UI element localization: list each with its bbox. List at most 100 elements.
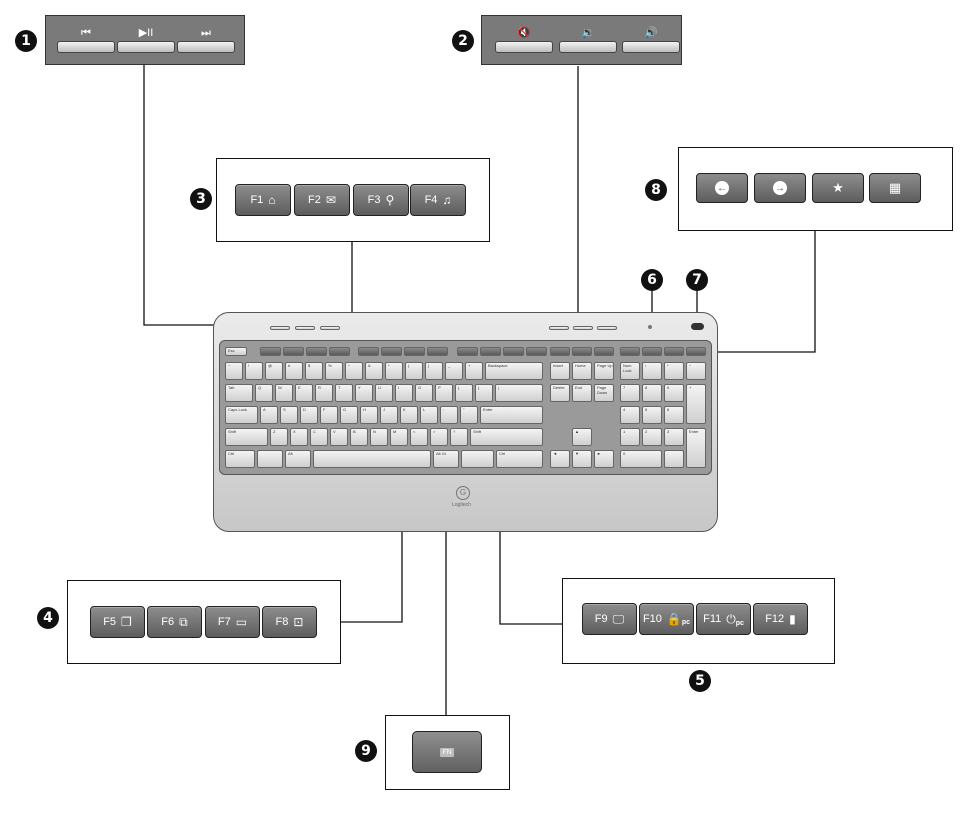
kb-home-key[interactable]: Home	[572, 362, 592, 380]
kb-key[interactable]: )	[425, 362, 443, 380]
kb-key[interactable]: Q	[255, 384, 273, 402]
kb-key[interactable]: |	[495, 384, 543, 402]
kb-key[interactable]: _	[445, 362, 463, 380]
kb-f10-key[interactable]	[480, 347, 501, 356]
kb-f9-key[interactable]	[457, 347, 478, 356]
kb-key[interactable]: &	[365, 362, 383, 380]
kb-insert-key[interactable]: Insert	[550, 362, 570, 380]
kb-key[interactable]: X	[290, 428, 308, 446]
kb-key[interactable]: @	[265, 362, 283, 380]
kb-key[interactable]: %	[325, 362, 343, 380]
kb-numlock-key[interactable]: Num Lock	[620, 362, 640, 380]
kb-key[interactable]: O	[415, 384, 433, 402]
kb-ctrl-right-key[interactable]: Ctrl	[496, 450, 543, 468]
f6-key[interactable]: F6 ⧉	[147, 606, 202, 638]
previous-track-key[interactable]: ⏮	[57, 25, 115, 53]
kb-key[interactable]: (	[405, 362, 423, 380]
kb-key[interactable]: }	[475, 384, 493, 402]
kb-key[interactable]: {	[455, 384, 473, 402]
kb-prtscn-key[interactable]	[550, 347, 570, 356]
kb-vol-up-key[interactable]	[597, 326, 617, 330]
kb-key[interactable]: #	[285, 362, 303, 380]
kb-pgup-key[interactable]: Page Up	[594, 362, 614, 380]
kb-key[interactable]: :	[440, 406, 458, 424]
kb-ctrl-key[interactable]: Ctrl	[225, 450, 255, 468]
kb-shift-right-key[interactable]: Shift	[470, 428, 543, 446]
kb-f8-key[interactable]	[427, 347, 448, 356]
f1-home-key[interactable]: F1 ⌂	[235, 184, 291, 216]
kb-media-key-next[interactable]	[320, 326, 340, 330]
f4-music-key[interactable]: F4 ♫	[410, 184, 466, 216]
kb-caps-key[interactable]: Caps Lock	[225, 406, 258, 424]
kb-numpad-key[interactable]: 8	[642, 384, 662, 402]
kb-pause-key[interactable]	[594, 347, 614, 356]
kb-delete-key[interactable]: Delete	[550, 384, 570, 402]
kb-numpad-plus-key[interactable]: +	[686, 384, 706, 424]
kb-backspace-key[interactable]: Backspace	[485, 362, 543, 380]
kb-key[interactable]: ~	[225, 362, 243, 380]
kb-enter-key[interactable]: Enter	[480, 406, 543, 424]
kb-numpad-key[interactable]: 5	[642, 406, 662, 424]
kb-numpad-key[interactable]: 2	[642, 428, 662, 446]
kb-numpad-key[interactable]: −	[686, 362, 706, 380]
kb-arrow-down-key[interactable]: ▼	[572, 450, 592, 468]
f3-search-key[interactable]: F3 ⚲	[353, 184, 409, 216]
fn-key[interactable]: FN	[412, 731, 482, 773]
kb-numpad-key[interactable]: 1	[620, 428, 640, 446]
kb-numpad-key[interactable]: 7	[620, 384, 640, 402]
kb-vol-down-key[interactable]	[573, 326, 593, 330]
kb-f6-key[interactable]	[381, 347, 402, 356]
kb-end-key[interactable]: End	[572, 384, 592, 402]
kb-key[interactable]: <	[410, 428, 428, 446]
kb-key[interactable]: *	[385, 362, 403, 380]
kb-key[interactable]: +	[465, 362, 483, 380]
f7-key[interactable]: F7 ▭	[205, 606, 260, 638]
kb-scroll-key[interactable]	[572, 347, 592, 356]
kb-numpad-key[interactable]: /	[642, 362, 662, 380]
f11-key[interactable]: F11 ⏻pc	[696, 603, 751, 635]
f2-mail-key[interactable]: F2 ✉	[294, 184, 350, 216]
kb-key[interactable]: "	[460, 406, 478, 424]
kb-key[interactable]: N	[370, 428, 388, 446]
kb-numpad-key[interactable]: 6	[664, 406, 684, 424]
kb-arrow-up-key[interactable]: ▲	[572, 428, 592, 446]
kb-numpad-key[interactable]: 9	[664, 384, 684, 402]
kb-numpad-key[interactable]: .	[664, 450, 684, 468]
kb-f2-key[interactable]	[283, 347, 304, 356]
kb-key[interactable]: K	[400, 406, 418, 424]
kb-key[interactable]: B	[350, 428, 368, 446]
kb-tab-key[interactable]: Tab	[225, 384, 253, 402]
kb-esc-key[interactable]: Esc	[225, 347, 247, 356]
kb-key[interactable]: >	[430, 428, 448, 446]
kb-key[interactable]: V	[330, 428, 348, 446]
calculator-key[interactable]: ▦	[869, 173, 921, 203]
kb-f7-key[interactable]	[404, 347, 425, 356]
kb-key[interactable]: H	[360, 406, 378, 424]
kb-key[interactable]: E	[295, 384, 313, 402]
kb-key[interactable]: Y	[355, 384, 373, 402]
kb-spacebar[interactable]	[313, 450, 431, 468]
kb-back-key[interactable]	[620, 347, 640, 356]
kb-media-key-prev[interactable]	[270, 326, 290, 330]
kb-forward-key[interactable]	[642, 347, 662, 356]
f5-key[interactable]: F5 ❐	[90, 606, 145, 638]
kb-key[interactable]: U	[375, 384, 393, 402]
volume-up-key[interactable]: 🔊	[622, 25, 680, 53]
f12-key[interactable]: F12 ▮	[753, 603, 808, 635]
kb-alt-key[interactable]: Alt	[285, 450, 311, 468]
kb-key[interactable]: R	[315, 384, 333, 402]
kb-numpad-key[interactable]: 4	[620, 406, 640, 424]
kb-media-key-play[interactable]	[295, 326, 315, 330]
kb-mute-key[interactable]	[549, 326, 569, 330]
favorites-key[interactable]: ★	[812, 173, 864, 203]
kb-f4-key[interactable]	[329, 347, 350, 356]
mute-key[interactable]: 🔇	[495, 25, 553, 53]
play-pause-key[interactable]: ▶II	[117, 25, 175, 53]
kb-key[interactable]: W	[275, 384, 293, 402]
kb-numpad-enter-key[interactable]: Enter	[686, 428, 706, 468]
kb-key[interactable]: L	[420, 406, 438, 424]
kb-altgr-key[interactable]: Alt Gr	[433, 450, 459, 468]
next-track-key[interactable]: ⏭	[177, 25, 235, 53]
back-key[interactable]: ←	[696, 173, 748, 203]
kb-key[interactable]: ?	[450, 428, 468, 446]
